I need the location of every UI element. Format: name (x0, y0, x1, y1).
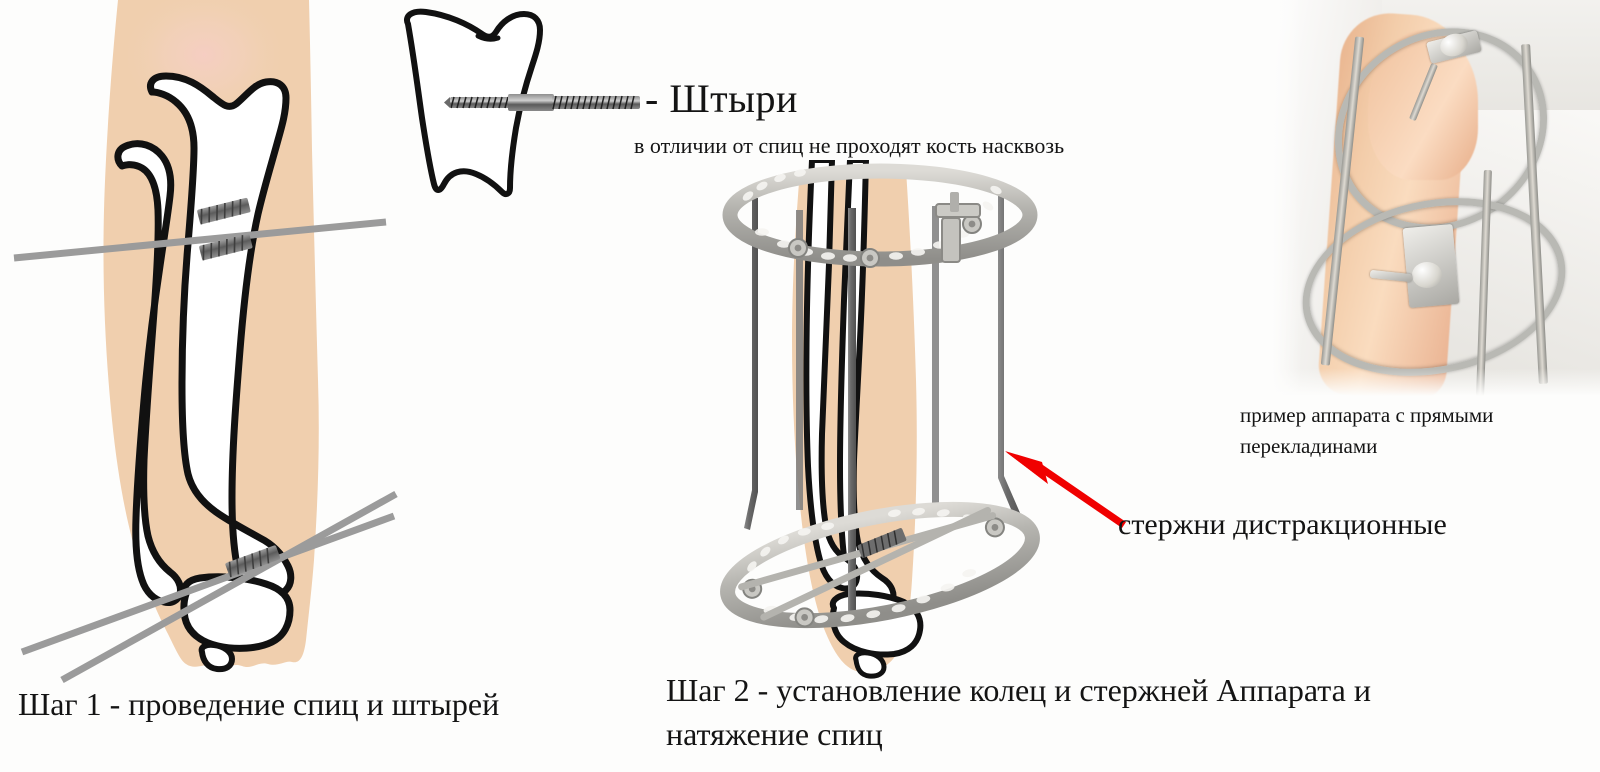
pins-callout-title: - Штыри (645, 76, 798, 121)
clinical-photo (1272, 0, 1600, 396)
ring-upper-holes (742, 169, 1002, 262)
small-sesamoid-bone (198, 641, 235, 673)
rod-back-left (796, 210, 803, 510)
pins-callout-subtitle: в отличии от спиц не проходят кость наск… (634, 133, 1065, 158)
distraction-rods-group (744, 196, 1024, 620)
wire-distal-b (60, 490, 398, 684)
photo-caption: пример аппарата с прямыми перекладинами (1240, 403, 1494, 458)
wire-distal-a (20, 512, 396, 656)
fixator-ring-lower (720, 501, 1040, 629)
ring-upper-clamp (935, 192, 981, 263)
half-pin-upper (197, 197, 251, 225)
step1-diagram (13, 0, 398, 684)
bone-notch (475, 33, 501, 42)
half-pins-group (197, 197, 281, 578)
ring-upper-bolts (788, 214, 982, 268)
tension-wires-group (13, 218, 398, 684)
small-bone-step2 (853, 650, 887, 679)
photo-knob-lower (1412, 262, 1442, 288)
red-arrow-icon (1005, 451, 1126, 528)
threaded-pin (444, 94, 640, 111)
half-pin-ankle-step2 (857, 528, 907, 558)
rod-centre (848, 208, 856, 620)
step2-caption: Шаг 2 - установление колец и стержней Ап… (666, 672, 1371, 752)
fixator-ring-upper (722, 163, 1038, 268)
pin-detail-diagram (404, 8, 640, 198)
rods-callout-label: стержни дистракционные (1118, 508, 1447, 541)
wire-proximal (13, 218, 387, 262)
half-pin-lower (199, 233, 253, 261)
step1-caption: Шаг 1 - проведение спиц и штырей (18, 686, 500, 722)
rod-right-front (998, 196, 1024, 526)
rod-left-front (744, 198, 758, 530)
rod-back-right (932, 206, 939, 506)
step2-diagram (720, 160, 1040, 679)
fibula-bone-step2 (803, 160, 861, 592)
